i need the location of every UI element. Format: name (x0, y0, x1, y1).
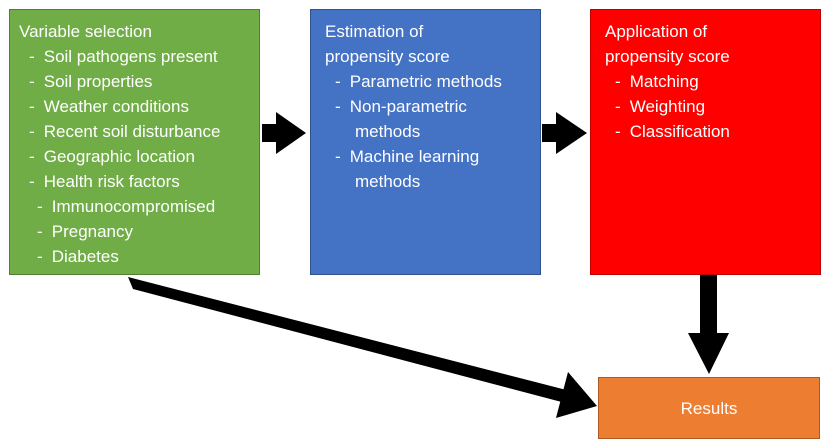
application-title: Application of propensity score (605, 22, 730, 66)
application-box: Application of propensity score - Matchi… (590, 9, 821, 275)
list-item: - Soil pathogens present (29, 47, 218, 66)
arrow-estimation-to-application (542, 112, 587, 154)
list-item: - Health risk factors (29, 172, 180, 191)
list-item: - Recent soil disturbance (29, 122, 221, 141)
list-item: - Weighting (615, 97, 706, 116)
variable-selection-box: Variable selection - Soil pathogens pres… (9, 9, 260, 275)
list-item: - Matching (615, 72, 699, 91)
results-label: Results (680, 398, 738, 418)
estimation-box: Estimation of propensity score - Paramet… (310, 9, 541, 275)
results-box: Results (598, 377, 820, 439)
sub-list-item: - Pregnancy (37, 222, 134, 241)
arrow-variable-to-results (128, 277, 597, 418)
list-item: - Weather conditions (29, 97, 189, 116)
sub-list-item: - Immunocompromised (37, 197, 216, 216)
arrow-variable-to-estimation (262, 112, 306, 154)
list-item: - Soil properties (29, 72, 153, 91)
sub-list-item: - Diabetes (37, 247, 119, 266)
list-item: - Classification (615, 122, 730, 141)
list-item: - Geographic location (29, 147, 195, 166)
estimation-title: Estimation of propensity score (325, 22, 450, 66)
arrow-application-to-results (688, 275, 729, 374)
list-item: - Parametric methods (335, 72, 502, 91)
variable-selection-title: Variable selection (19, 22, 152, 41)
